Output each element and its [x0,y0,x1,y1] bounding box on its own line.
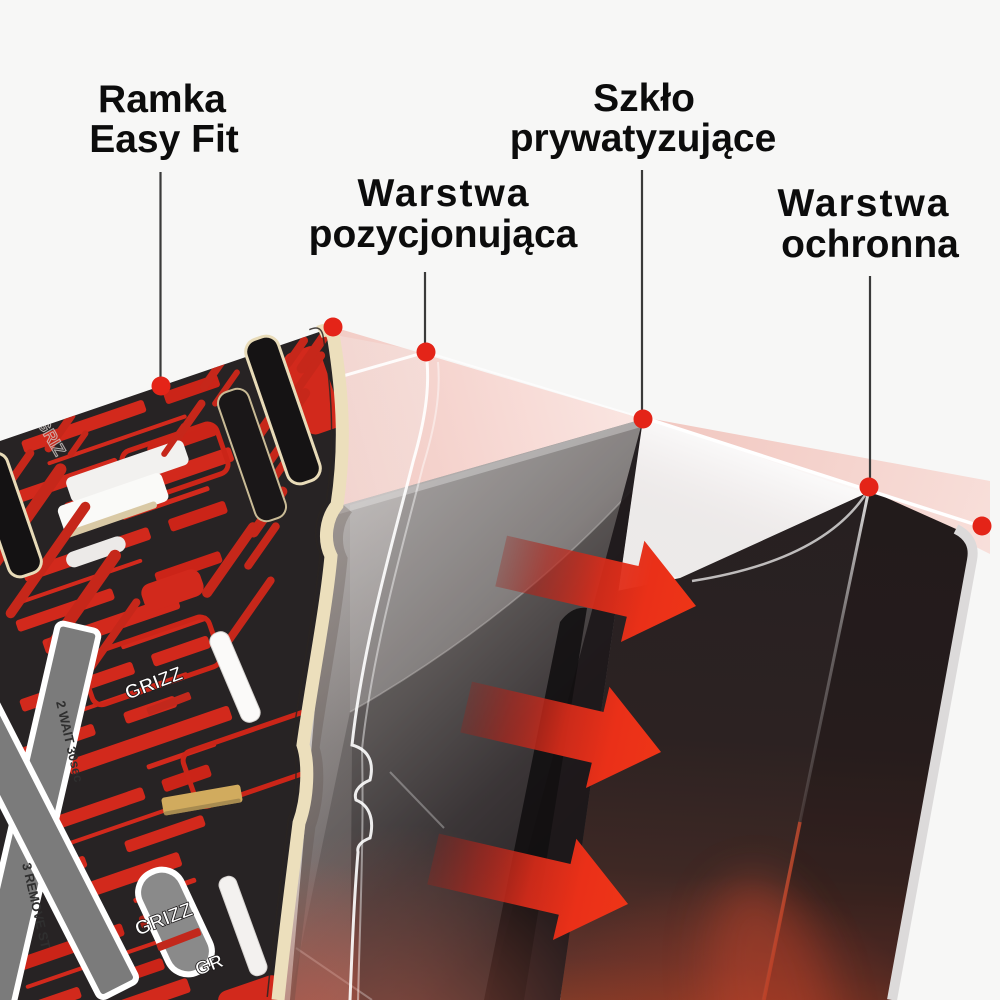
svg-text:Ramka: Ramka [98,78,226,121]
svg-text:ochronna: ochronna [781,223,959,266]
svg-text:Warstwa: Warstwa [778,182,951,225]
svg-text:Warstwa: Warstwa [358,172,531,215]
svg-text:Easy Fit: Easy Fit [89,118,239,161]
svg-text:Szkło: Szkło [593,77,695,120]
svg-text:prywatyzujące: prywatyzujące [510,117,777,160]
svg-text:pozycjonująca: pozycjonująca [309,213,578,256]
